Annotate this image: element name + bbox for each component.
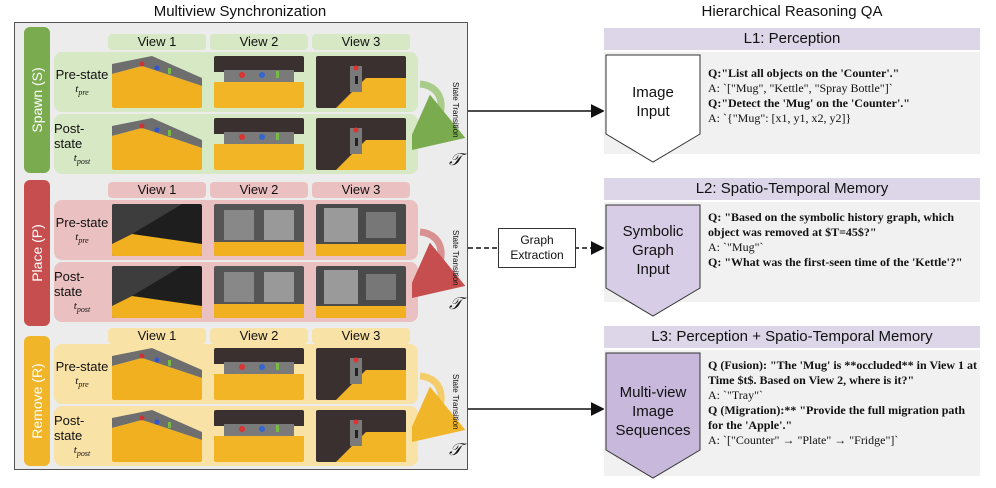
left-title: Multiview Synchronization bbox=[153, 3, 327, 20]
group-place-label: Place (P) bbox=[29, 224, 45, 282]
spawn-view2-label: View 2 bbox=[210, 34, 308, 50]
spawn-pre-view1-image bbox=[112, 56, 202, 108]
group-remove-label: Remove (R) bbox=[29, 363, 45, 439]
connector-arrows bbox=[468, 104, 605, 416]
place-pre-view2-image bbox=[214, 204, 304, 256]
l1-q1: Q:"List all objects on the 'Counter'." bbox=[708, 66, 900, 80]
l2-pentagon bbox=[605, 204, 701, 317]
place-post-view3-image bbox=[316, 266, 406, 318]
graph-extraction-box: Graph Extraction bbox=[498, 228, 576, 268]
l2-q1: Q: "Based on the symbolic history graph,… bbox=[708, 210, 955, 239]
spawn-pre-view3-image bbox=[316, 56, 406, 108]
place-post-label: Post-state tpost bbox=[54, 269, 91, 315]
group-spawn-sidebar: Spawn (S) bbox=[24, 27, 50, 173]
l1-a1: A: `["Mug", "Kettle", "Spray Bottle"]` bbox=[708, 81, 893, 95]
l3-a1: A: `"Tray"` bbox=[708, 388, 764, 402]
remove-post-view1-image bbox=[112, 410, 202, 462]
place-transition-arrow bbox=[412, 228, 466, 300]
spawn-post-view2-image bbox=[214, 118, 304, 170]
remove-pre-view1-image bbox=[112, 348, 202, 400]
group-spawn-label: Spawn (S) bbox=[29, 67, 45, 133]
l3-a2: A: `["Counter" → "Plate" → "Fridge"]` bbox=[708, 433, 899, 447]
spawn-pre-label: Pre-state tpre bbox=[55, 66, 109, 98]
l3-q1: Q (Fusion): "The 'Mug' is **occluded** i… bbox=[708, 358, 978, 387]
place-tau-symbol: 𝒯 bbox=[449, 294, 463, 313]
l3-pentagon bbox=[605, 352, 701, 479]
place-post-view1-image bbox=[112, 266, 202, 318]
spawn-state-transition-label: State Transition bbox=[451, 82, 460, 138]
remove-state-transition-label: State Transition bbox=[451, 374, 460, 430]
remove-tau-symbol: 𝒯 bbox=[449, 440, 463, 459]
place-view2-label: View 2 bbox=[210, 182, 308, 198]
place-state-transition-label: State Transition bbox=[451, 230, 460, 286]
l2-qa-text: Q: "Based on the symbolic history graph,… bbox=[708, 210, 978, 270]
place-pre-view1-image bbox=[112, 204, 202, 256]
spawn-tau-symbol: 𝒯 bbox=[449, 150, 463, 169]
l2-q2: Q: "What was the first-seen time of the … bbox=[708, 255, 963, 269]
place-pre-view3-image bbox=[316, 204, 406, 256]
right-title: Hierarchical Reasoning QA bbox=[701, 3, 883, 20]
l1-a2: A: `{"Mug": [x1, y1, x2, y2]} bbox=[708, 111, 852, 125]
group-remove-sidebar: Remove (R) bbox=[24, 336, 50, 466]
l3-q2: Q (Migration):** "Provide the full migra… bbox=[708, 403, 966, 432]
place-view3-label: View 3 bbox=[312, 182, 410, 198]
remove-view2-label: View 2 bbox=[210, 328, 308, 344]
place-view1-label: View 1 bbox=[108, 182, 206, 198]
spawn-transition-arrow bbox=[412, 80, 466, 152]
l2-a1: A: `"Mug"` bbox=[708, 240, 764, 254]
spawn-post-view3-image bbox=[316, 118, 406, 170]
remove-transition-arrow bbox=[412, 372, 466, 444]
spawn-view1-label: View 1 bbox=[108, 34, 206, 50]
spawn-post-label: Post-state tpost bbox=[54, 121, 91, 167]
group-place-sidebar: Place (P) bbox=[24, 180, 50, 326]
remove-pre-view3-image bbox=[316, 348, 406, 400]
remove-post-view2-image bbox=[214, 410, 304, 462]
l1-qa-text: Q:"List all objects on the 'Counter'." A… bbox=[708, 66, 978, 126]
place-pre-label: Pre-state tpre bbox=[55, 214, 109, 246]
spawn-post-view1-image bbox=[112, 118, 202, 170]
remove-post-view3-image bbox=[316, 410, 406, 462]
l3-qa-text: Q (Fusion): "The 'Mug' is **occluded** i… bbox=[708, 358, 978, 448]
remove-view3-label: View 3 bbox=[312, 328, 410, 344]
l1-pentagon bbox=[605, 54, 701, 163]
place-post-view2-image bbox=[214, 266, 304, 318]
l3-header: L3: Perception + Spatio-Temporal Memory bbox=[604, 326, 980, 348]
l1-q2: Q:"Detect the 'Mug' on the 'Counter'." bbox=[708, 96, 910, 110]
l2-header: L2: Spatio-Temporal Memory bbox=[604, 178, 980, 200]
spawn-pre-view2-image bbox=[214, 56, 304, 108]
remove-view1-label: View 1 bbox=[108, 328, 206, 344]
state-transition-arrows bbox=[412, 80, 466, 444]
spawn-view3-label: View 3 bbox=[312, 34, 410, 50]
remove-pre-label: Pre-state tpre bbox=[55, 358, 109, 390]
remove-post-label: Post-state tpost bbox=[54, 413, 91, 459]
remove-pre-view2-image bbox=[214, 348, 304, 400]
l1-header: L1: Perception bbox=[604, 28, 980, 50]
